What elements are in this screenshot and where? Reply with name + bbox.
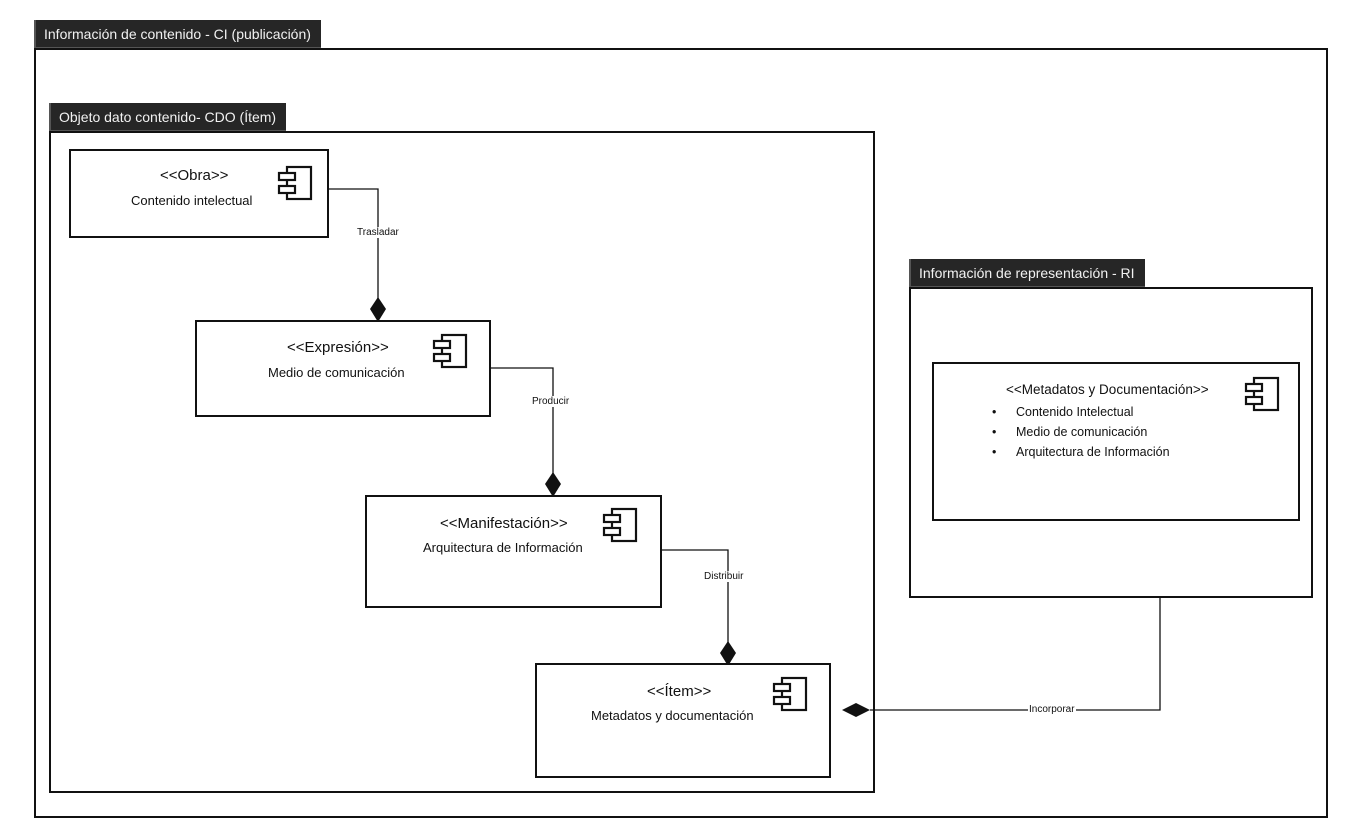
distribuir-line — [661, 549, 729, 645]
composition-diamond-item — [720, 641, 736, 666]
component-obra[interactable]: <<Obra>> Contenido intelectual — [69, 149, 329, 238]
stereotype-label: <<Expresión>> — [287, 339, 389, 356]
component-item[interactable]: <<Ítem>> Metadatos y documentación — [535, 663, 831, 778]
frame-cdo — [49, 131, 875, 793]
composition-diamond-expresion — [370, 297, 386, 322]
metadatos-bullet-list: •Contenido Intelectual •Medio de comunic… — [988, 402, 1170, 462]
bullet-text: Medio de comunicación — [1016, 425, 1148, 439]
component-icon — [772, 676, 808, 712]
component-manifestacion[interactable]: <<Manifestación>> Arquitectura de Inform… — [365, 495, 662, 608]
frame-title-ci: Información de contenido - CI (publicaci… — [34, 20, 321, 48]
composition-diamond-manifestacion — [545, 472, 561, 497]
stereotype-label: <<Obra>> — [160, 167, 229, 184]
frame-title-ri: Información de representación - RI — [909, 259, 1145, 287]
stereotype-label: <<Ítem>> — [647, 683, 712, 700]
component-metadatos[interactable]: <<Metadatos y Documentación>> •Contenido… — [932, 362, 1300, 521]
relation-label-distribuir: Distribuir — [703, 571, 745, 582]
component-icon — [277, 165, 313, 201]
bullet-text: Contenido Intelectual — [1016, 405, 1134, 419]
relation-label-incorporar: Incorporar — [1028, 704, 1076, 715]
component-icon — [432, 333, 468, 369]
frame-title-cdo: Objeto dato contenido- CDO (Ítem) — [49, 103, 287, 131]
component-name: Arquitectura de Información — [423, 540, 583, 555]
frame-ri — [909, 287, 1313, 598]
incorporar-line — [870, 598, 1161, 711]
component-name: Contenido intelectual — [131, 193, 253, 208]
list-item: •Arquitectura de Información — [992, 445, 1170, 459]
component-icon — [602, 507, 638, 543]
composition-diamond-incorporar — [842, 703, 870, 717]
component-icon — [1244, 376, 1280, 412]
list-item: •Medio de comunicación — [992, 425, 1148, 439]
relation-label-producir: Producir — [531, 396, 571, 407]
producir-line — [490, 367, 554, 475]
component-name: Medio de comunicación — [268, 365, 405, 380]
trasladar-line — [328, 188, 379, 300]
component-expresion[interactable]: <<Expresión>> Medio de comunicación — [195, 320, 491, 417]
component-name: Metadatos y documentación — [591, 708, 754, 723]
stereotype-label: <<Manifestación>> — [440, 515, 568, 532]
stereotype-label: <<Metadatos y Documentación>> — [1006, 382, 1209, 397]
bullet-text: Arquitectura de Información — [1016, 445, 1170, 459]
frame-ci — [34, 48, 1328, 818]
list-item: •Contenido Intelectual — [992, 405, 1134, 419]
relation-label-trasladar: Trasladar — [356, 227, 400, 238]
